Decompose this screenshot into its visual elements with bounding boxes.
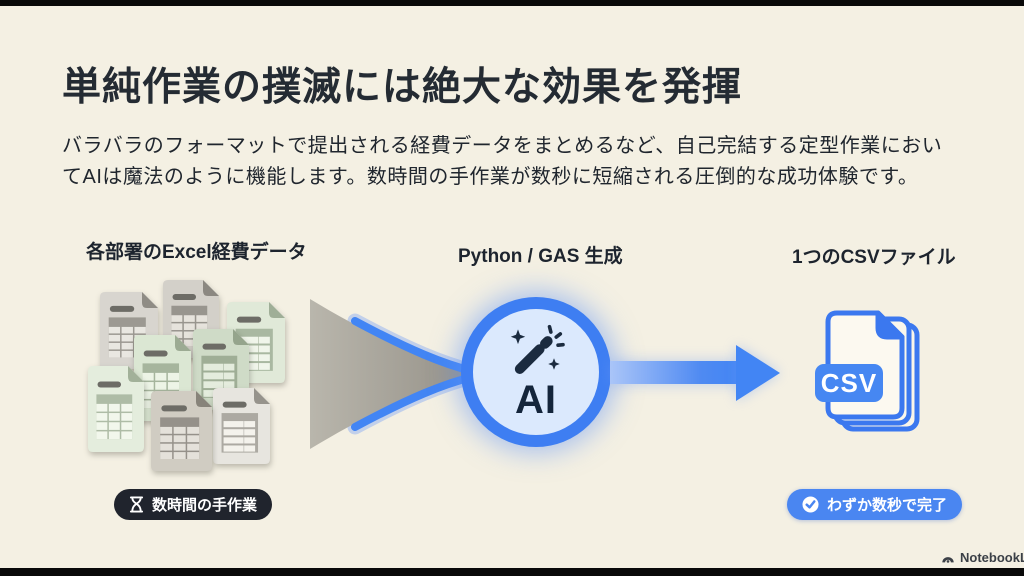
label-csv-file: 1つのCSVファイル xyxy=(792,247,956,268)
excel-document-icon xyxy=(151,391,212,471)
arrow-right-head xyxy=(736,345,780,401)
excel-document-icon xyxy=(100,292,158,369)
page-title: 単純作業の撲滅には絶大な効果を発揮 xyxy=(62,66,743,109)
brand-footer: NotebookLM xyxy=(941,550,1024,565)
excel-document-icon xyxy=(88,366,144,452)
ai-node: AI xyxy=(461,297,611,447)
funnel-shape xyxy=(310,299,480,449)
seconds-done-badge: わずか数秒で完了 xyxy=(787,489,963,520)
body-line-2: てAIは魔法のように機能します。数時間の手作業が数秒に短縮される圧倒的な成功体験… xyxy=(62,166,919,188)
body-line-1: バラバラのフォーマットで提出される経費データをまとめるなど、自己完結する定型作業… xyxy=(62,135,943,157)
excel-document-icon xyxy=(213,388,270,464)
seconds-done-badge-label: わずか数秒で完了 xyxy=(827,497,948,514)
magic-wand-icon xyxy=(510,324,565,374)
csv-badge-label: CSV xyxy=(821,368,877,398)
manual-work-badge: 数時間の手作業 xyxy=(114,489,273,520)
label-python-gas: Python / GAS 生成 xyxy=(458,246,623,267)
letterbox-bottom xyxy=(0,568,1024,576)
ai-label: AI xyxy=(515,378,557,422)
manual-work-badge-label: 数時間の手作業 xyxy=(152,497,258,514)
csv-file-icon: CSV xyxy=(815,310,920,432)
brand-label: NotebookLM xyxy=(960,550,1024,565)
label-excel-data: 各部署のExcel経費データ xyxy=(86,242,307,263)
letterbox-top xyxy=(0,0,1024,6)
hourglass-icon xyxy=(129,496,144,513)
check-circle-icon xyxy=(802,496,819,513)
body-paragraph: バラバラのフォーマットで提出される経費データをまとめるなど、自己完結する定型作業… xyxy=(62,131,982,193)
notebooklm-logo-icon xyxy=(942,556,954,563)
arrow-right-icon xyxy=(610,361,740,384)
